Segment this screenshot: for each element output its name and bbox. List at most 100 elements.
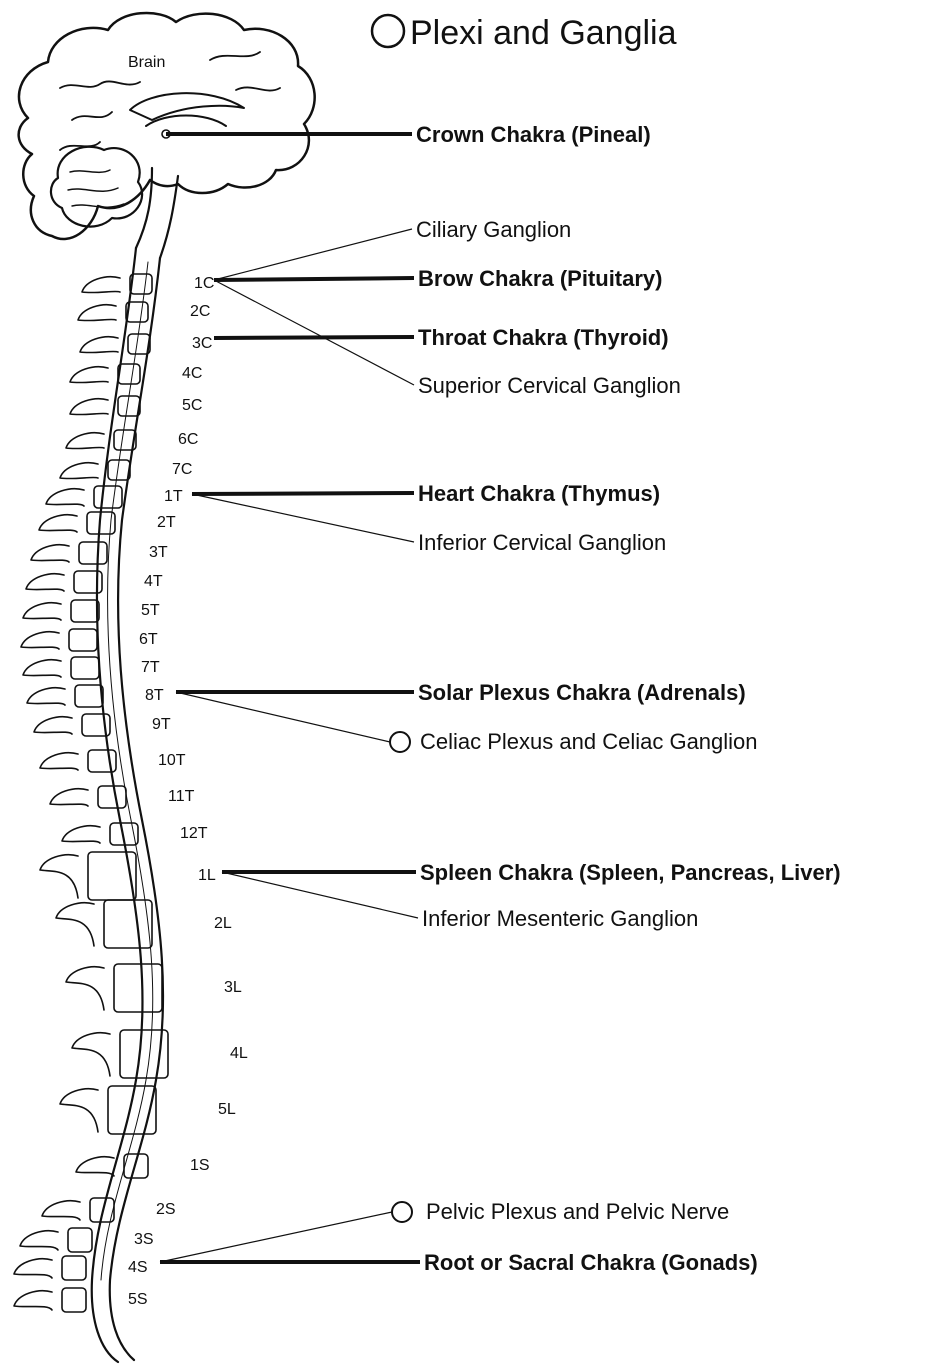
spinous-process bbox=[60, 1089, 98, 1132]
vertebra-label: 2L bbox=[214, 915, 232, 932]
spinous-process bbox=[70, 367, 108, 383]
vertebra-label: 5C bbox=[182, 397, 202, 414]
vertebra-label: 4T bbox=[144, 573, 163, 590]
ganglion-label: Superior Cervical Ganglion bbox=[418, 373, 681, 398]
spinous-process bbox=[82, 277, 120, 293]
vertebra-label: 7C bbox=[172, 461, 192, 478]
ganglion-label: Inferior Mesenteric Ganglion bbox=[422, 906, 698, 931]
vertebra-body bbox=[68, 1228, 92, 1252]
ganglion-label: Ciliary Ganglion bbox=[416, 217, 571, 242]
spinous-process bbox=[39, 515, 77, 532]
vertebra-body bbox=[69, 629, 97, 651]
vertebra-body bbox=[94, 486, 122, 508]
vertebra-label: 4C bbox=[182, 365, 202, 382]
ganglion-connector-line bbox=[222, 872, 418, 918]
spinous-process bbox=[66, 433, 104, 449]
spinous-process bbox=[31, 545, 69, 562]
spinous-process bbox=[26, 574, 64, 591]
vertebra-label: 1C bbox=[194, 275, 214, 292]
spinous-process bbox=[42, 1201, 80, 1220]
vertebra-label: 2S bbox=[156, 1201, 176, 1218]
chakra-label: Solar Plexus Chakra (Adrenals) bbox=[418, 680, 746, 705]
vertebra-label: 1L bbox=[198, 867, 216, 884]
vertebra-label: 4S bbox=[128, 1259, 148, 1276]
spinous-process bbox=[60, 463, 98, 479]
spinous-process bbox=[21, 632, 59, 649]
vertebra-label: 3L bbox=[224, 979, 242, 996]
spinous-process bbox=[80, 337, 118, 353]
vertebra-body bbox=[104, 900, 152, 948]
plexus-marker-icon bbox=[372, 15, 404, 47]
spinous-process bbox=[46, 489, 84, 506]
spinous-process bbox=[34, 717, 72, 734]
spinous-process bbox=[40, 753, 78, 770]
vertebra-label: 6T bbox=[139, 631, 158, 648]
chakra-label: Throat Chakra (Thyroid) bbox=[418, 325, 669, 350]
chakra-labels: Crown Chakra (Pineal) Brow Chakra (Pituit… bbox=[416, 122, 841, 1275]
spine-illustration bbox=[14, 248, 168, 1362]
vertebra-label: 11T bbox=[168, 788, 195, 805]
vertebra-label: 3C bbox=[192, 335, 212, 352]
spinous-process bbox=[40, 855, 78, 898]
plexus-marker-icon bbox=[390, 732, 410, 752]
chakra-connector-line bbox=[192, 493, 414, 494]
spinous-process bbox=[23, 603, 61, 620]
vertebra-label: 7T bbox=[141, 659, 160, 676]
vertebra-labels: 1C 2C 3C 4C 5C 6C 7C 1T 2T 3T 4T 5T 6T 7T 8T 9T 10T 11T 12… bbox=[128, 275, 248, 1308]
vertebra-label: 3T bbox=[149, 544, 168, 561]
spinous-process bbox=[76, 1157, 114, 1176]
vertebra-body bbox=[71, 600, 99, 622]
vertebra-label: 8T bbox=[145, 687, 164, 704]
vertebra-label: 5L bbox=[218, 1101, 236, 1118]
spinous-process bbox=[70, 399, 108, 415]
spinous-process bbox=[62, 826, 100, 843]
plexus-marker-icon bbox=[392, 1202, 412, 1222]
vertebra-label: 10T bbox=[158, 752, 186, 769]
chakra-label: Crown Chakra (Pineal) bbox=[416, 122, 651, 147]
vertebra-label: 5S bbox=[128, 1291, 148, 1308]
ganglion-connector-line bbox=[214, 280, 414, 385]
spinous-process bbox=[14, 1291, 52, 1310]
ganglion-connector-line bbox=[160, 1212, 392, 1262]
spinous-process bbox=[56, 903, 94, 946]
chakra-label: Root or Sacral Chakra (Gonads) bbox=[424, 1250, 758, 1275]
spinous-process bbox=[66, 967, 104, 1010]
brain-label: Brain bbox=[128, 54, 165, 71]
ganglion-connector-line bbox=[192, 494, 414, 542]
vertebra-label: 1S bbox=[190, 1157, 210, 1174]
spinous-process bbox=[20, 1231, 58, 1250]
vertebra-body bbox=[114, 964, 162, 1012]
ganglion-label: Celiac Plexus and Celiac Ganglion bbox=[420, 729, 758, 754]
vertebra-body bbox=[75, 685, 103, 707]
chakra-connector-line bbox=[214, 337, 414, 338]
vertebra-label: 5T bbox=[141, 602, 160, 619]
vertebra-label: 4L bbox=[230, 1045, 248, 1062]
vertebra-label: 3S bbox=[134, 1231, 154, 1248]
chakra-label: Spleen Chakra (Spleen, Pancreas, Liver) bbox=[420, 860, 841, 885]
spinous-process bbox=[78, 305, 116, 321]
vertebra-label: 12T bbox=[180, 825, 208, 842]
vertebra-body bbox=[62, 1288, 86, 1312]
vertebra-body bbox=[79, 542, 107, 564]
vertebra-body bbox=[62, 1256, 86, 1280]
spinous-process bbox=[23, 660, 61, 677]
chakra-label: Heart Chakra (Thymus) bbox=[418, 481, 660, 506]
vertebra-label: 1T bbox=[164, 488, 183, 505]
vertebra-body bbox=[88, 852, 136, 900]
vertebra-label: 9T bbox=[152, 716, 171, 733]
vertebra-body bbox=[118, 364, 140, 384]
diagram-title: Plexi and Ganglia bbox=[410, 14, 677, 52]
spinous-process bbox=[72, 1033, 110, 1076]
vertebra-body bbox=[71, 657, 99, 679]
ganglion-connector-line bbox=[176, 692, 390, 742]
vertebra-body bbox=[98, 786, 126, 808]
chakra-label: Brow Chakra (Pituitary) bbox=[418, 266, 663, 291]
chakra-connector-line bbox=[214, 278, 414, 280]
vertebra-label: 6C bbox=[178, 431, 198, 448]
vertebra-label: 2T bbox=[157, 514, 176, 531]
spinous-process bbox=[50, 789, 88, 806]
vertebra-label: 2C bbox=[190, 303, 210, 320]
